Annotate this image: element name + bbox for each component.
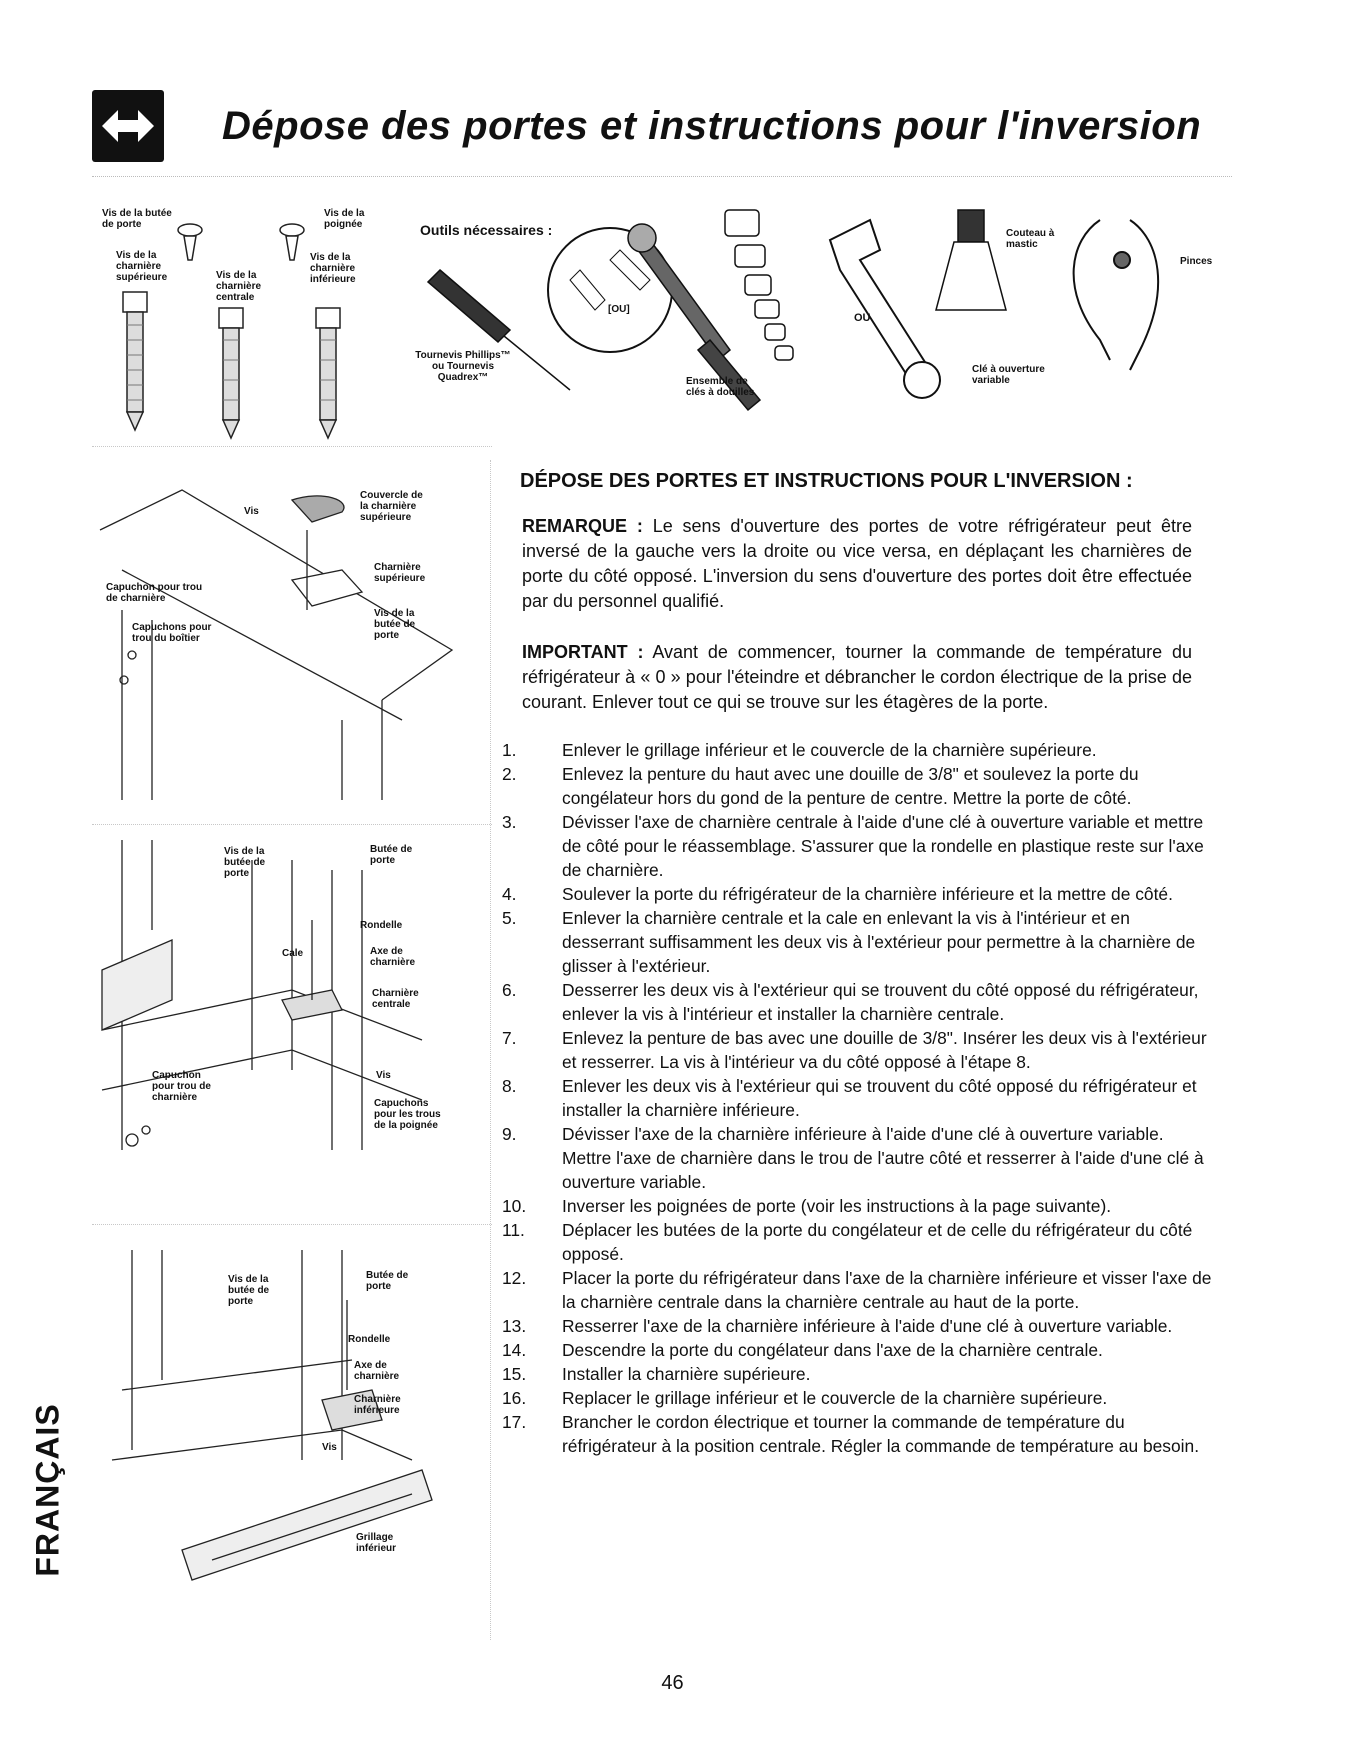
note-paragraph: REMARQUE : Le sens d'ouverture des porte… xyxy=(522,514,1192,614)
list-item: 4.Soulever la porte du réfrigérateur de … xyxy=(502,884,1173,904)
label-center-hinge: Charnière centrale xyxy=(372,988,419,1010)
label-cabinet-hole-caps: Capuchons pour trou du boîtier xyxy=(132,622,212,644)
label-bottom-grille: Grillage inférieur xyxy=(356,1532,397,1554)
tools-heading: Outils nécessaires : xyxy=(420,222,553,238)
label-top-hinge-screw: Vis de la charnière supérieure xyxy=(116,250,168,283)
center-hinge-figure: Vis de la butée de porte Butée de porte … xyxy=(92,830,492,1170)
label-center-hinge-screw: Vis de la charnière centrale xyxy=(216,270,262,303)
top-hinge-figure: Vis Couvercle de la charnière supérieure… xyxy=(92,470,492,820)
screws-illustration xyxy=(122,223,341,440)
list-item: 12.Placer la porte du réfrigérateur dans… xyxy=(502,1268,1212,1312)
list-item: 11.Déplacer les butées de la porte du co… xyxy=(502,1220,1193,1264)
label-washer: Rondelle xyxy=(348,1334,391,1345)
label-door-stop: Butée de porte xyxy=(366,1270,409,1292)
label-door-stop: Butée de porte xyxy=(370,844,413,866)
label-hinge-hole-cap: Capuchon pour trou de charnière xyxy=(106,582,203,604)
tools-figure: Outils nécessaires : Tournevis Phillips™… xyxy=(410,200,1230,430)
steps-list: 1.Enlever le grillage inférieur et le co… xyxy=(502,738,1214,1458)
screws-figure: Vis de la butée de porte Vis de la poign… xyxy=(92,200,392,450)
center-hinge-illustration xyxy=(101,840,423,1150)
divider xyxy=(92,824,492,825)
page-number: 46 xyxy=(661,1672,684,1694)
divider xyxy=(92,446,492,447)
note-text: Le sens d'ouverture des portes de votre … xyxy=(522,516,1192,611)
label-top-hinge-cover: Couvercle de la charnière supérieure xyxy=(360,490,423,523)
divider xyxy=(490,460,491,1640)
label-putty-knife: Couteau à mastic xyxy=(1006,228,1055,250)
divider xyxy=(92,1224,492,1225)
list-item: 15.Installer la charnière supérieure. xyxy=(502,1364,811,1384)
label-door-stop-screw: Vis de la butée de porte xyxy=(224,846,266,879)
label-door-stop-screw: Vis de la butée de porte xyxy=(374,608,416,641)
label-screw: Vis xyxy=(244,506,259,517)
list-item: 9.Dévisser l'axe de la charnière inférie… xyxy=(502,1124,1204,1192)
language-tab-label: FRANÇAIS xyxy=(29,1403,66,1577)
label-door-stop-screw: Vis de la butée de porte xyxy=(228,1274,270,1307)
list-item: 14.Descendre la porte du congélateur dan… xyxy=(502,1340,1103,1360)
bottom-hinge-figure: Vis de la butée de porte Butée de porte … xyxy=(92,1230,492,1610)
label-screwdriver: Tournevis Phillips™ ou Tournevis Quadrex… xyxy=(415,350,511,383)
label-handle-hole-caps: Capuchons pour les trous de la poignée xyxy=(374,1098,441,1131)
label-washer: Rondelle xyxy=(360,920,403,931)
list-item: 3.Dévisser l'axe de charnière centrale à… xyxy=(502,812,1204,880)
important-label: IMPORTANT : xyxy=(522,642,644,662)
tools-illustration xyxy=(426,209,1160,412)
label-adjustable-wrench: Clé à ouverture variable xyxy=(972,364,1045,386)
label-screw: Vis xyxy=(322,1442,337,1453)
list-item: 16.Replacer le grillage inférieur et le … xyxy=(502,1388,1108,1408)
double-arrow-icon xyxy=(92,90,164,162)
list-item: 5.Enlever la charnière centrale et la ca… xyxy=(502,908,1196,976)
label-hinge-pin: Axe de charnière xyxy=(354,1360,400,1382)
list-item: 13.Resserrer l'axe de la charnière infér… xyxy=(502,1316,1173,1336)
list-item: 10.Inverser les poignées de porte (voir … xyxy=(502,1196,1112,1216)
note-label: REMARQUE : xyxy=(522,516,643,536)
list-item: 17.Brancher le cordon électrique et tour… xyxy=(502,1412,1200,1456)
label-door-stop-screw: Vis de la butée de porte xyxy=(102,208,172,230)
list-item: 7.Enlevez la penture de bas avec une dou… xyxy=(502,1028,1207,1072)
bottom-hinge-illustration xyxy=(111,1250,433,1581)
important-text: Avant de commencer, tourner la commande … xyxy=(522,642,1193,712)
label-or: OU xyxy=(854,312,871,324)
page-title: Dépose des portes et instructions pour l… xyxy=(222,104,1202,148)
list-item: 1.Enlever le grillage inférieur et le co… xyxy=(502,740,1097,760)
label-socket-set: Ensemble de clés à douilles xyxy=(686,376,755,398)
section-heading: DÉPOSE DES PORTES ET INSTRUCTIONS POUR L… xyxy=(520,470,1133,492)
label-bottom-hinge: Charnière inférieure xyxy=(354,1394,401,1416)
label-handle-screw: Vis de la poignée xyxy=(324,208,365,230)
label-pliers: Pinces xyxy=(1180,256,1213,267)
list-item: 8.Enlever les deux vis à l'extérieur qui… xyxy=(502,1076,1197,1120)
important-paragraph: IMPORTANT : Avant de commencer, tourner … xyxy=(522,640,1192,715)
label-screw: Vis xyxy=(376,1070,391,1081)
language-tab: FRANÇAIS xyxy=(18,1390,78,1590)
label-top-hinge: Charnière supérieure xyxy=(374,562,426,584)
label-or-bits: [OU] xyxy=(608,304,630,315)
label-hinge-hole-cap: Capuchon pour trou de charnière xyxy=(152,1070,211,1103)
label-shim: Cale xyxy=(282,948,304,959)
top-hinge-illustration xyxy=(99,489,454,800)
label-hinge-pin: Axe de charnière xyxy=(370,946,416,968)
header-divider xyxy=(92,176,1232,177)
label-bottom-hinge-screw: Vis de la charnière inférieure xyxy=(310,252,356,285)
list-item: 6.Desserrer les deux vis à l'extérieur q… xyxy=(502,980,1199,1024)
list-item: 2.Enlevez la penture du haut avec une do… xyxy=(502,764,1139,808)
